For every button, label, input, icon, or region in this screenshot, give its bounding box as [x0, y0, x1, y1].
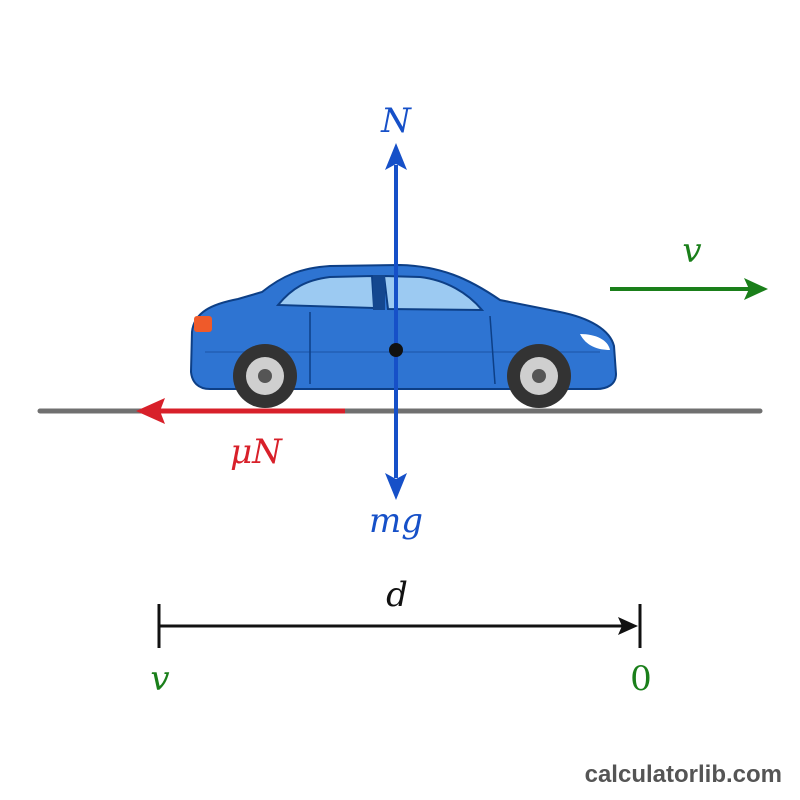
velocity-label: v — [682, 231, 701, 271]
distance-bar — [157, 604, 642, 648]
normal-force-arrow — [385, 143, 407, 350]
end-speed-label: 0 — [630, 659, 652, 699]
normal-force-label: N — [380, 101, 412, 141]
gravity-label: mg — [369, 501, 423, 541]
watermark-text: calculatorlib.com — [585, 761, 782, 788]
start-speed-label: v — [150, 659, 169, 699]
friction-label: μN — [230, 432, 283, 472]
velocity-arrow — [610, 278, 768, 300]
gravity-arrow — [385, 350, 407, 500]
front-wheel — [507, 344, 571, 408]
rear-wheel — [233, 344, 297, 408]
center-of-mass-dot — [389, 343, 403, 357]
distance-label: d — [386, 575, 408, 615]
friction-arrow — [136, 398, 345, 424]
car-icon — [189, 263, 618, 408]
